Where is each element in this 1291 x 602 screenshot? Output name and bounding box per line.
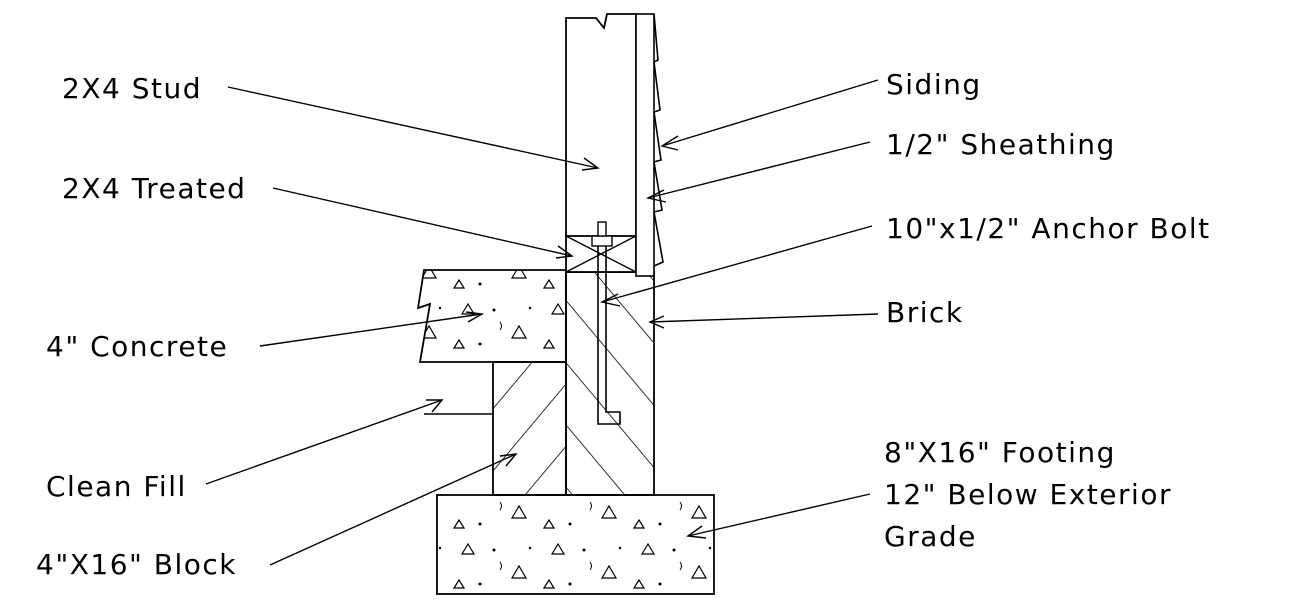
label-sheathing: 1/2" Sheathing xyxy=(886,128,1116,161)
leader-concrete xyxy=(259,313,483,347)
label-block: 4"X16" Block xyxy=(36,548,238,581)
label-clean-fill: Clean Fill xyxy=(46,470,187,503)
leader-clean-fill xyxy=(205,399,443,485)
leader-sheathing xyxy=(647,141,871,199)
leader-block xyxy=(269,453,517,566)
leader-footing xyxy=(687,493,871,537)
sheathing-layer xyxy=(635,13,655,277)
leader-siding xyxy=(661,79,879,147)
concrete-slab xyxy=(416,269,567,363)
label-brick: Brick xyxy=(886,296,964,329)
footing xyxy=(436,494,715,595)
leader-stud xyxy=(227,86,599,169)
label-footing-line2: 12" Below Exterior xyxy=(884,478,1172,511)
label-stud: 2X4 Stud xyxy=(62,72,202,105)
label-treated: 2X4 Treated xyxy=(62,172,247,205)
label-concrete: 4" Concrete xyxy=(46,330,229,363)
label-anchor-bolt: 10"x1/2" Anchor Bolt xyxy=(886,212,1211,245)
stud xyxy=(565,13,637,236)
leader-brick xyxy=(649,313,879,323)
anchor-bolt xyxy=(591,221,621,425)
leader-treated xyxy=(272,187,573,257)
siding-layer xyxy=(653,13,664,267)
leader-anchor-bolt xyxy=(601,225,873,303)
label-footing-line3: Grade xyxy=(884,520,977,553)
block-wall xyxy=(492,361,567,496)
label-siding: Siding xyxy=(886,68,982,101)
brick-veneer xyxy=(565,271,655,496)
label-footing-line1: 8"X16" Footing xyxy=(884,436,1116,469)
leader-lines xyxy=(205,79,879,566)
